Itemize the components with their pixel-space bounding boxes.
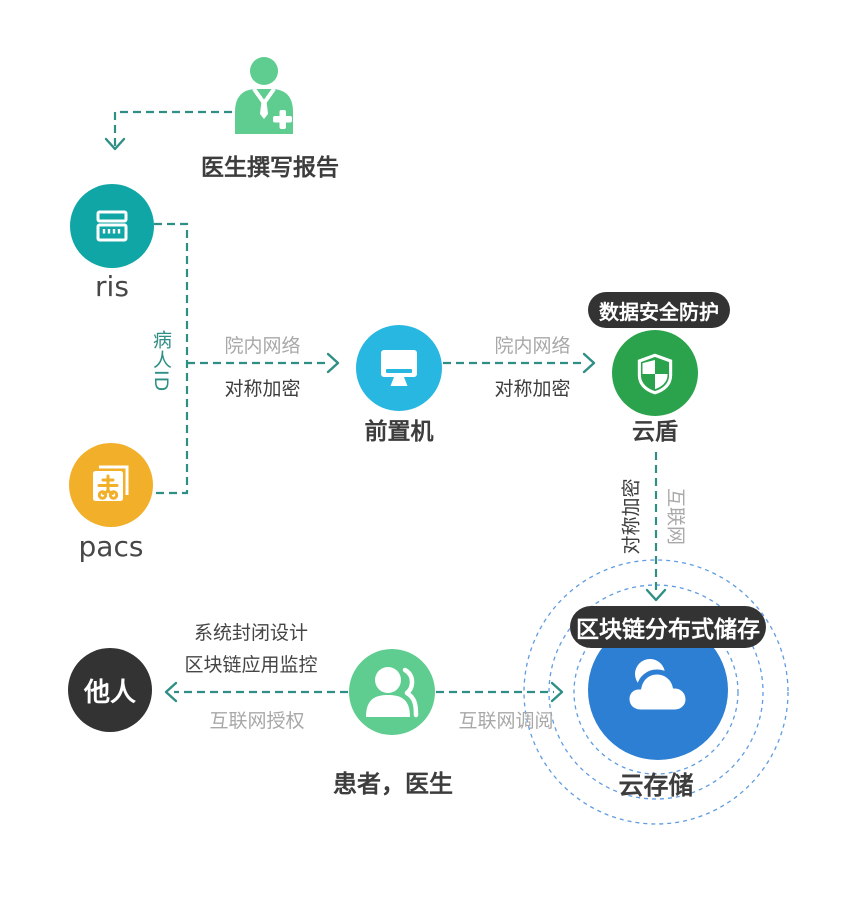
cloud-shield-node [612, 330, 698, 416]
internet-label: 互联网 [664, 487, 687, 545]
edge-doctor-to-ris [113, 110, 232, 146]
arrowhead-right-frontend [326, 352, 340, 374]
closed-system-label: 系统封闭设计 [193, 622, 308, 644]
arrowhead-right-storage [550, 681, 564, 703]
shield-icon [637, 353, 673, 395]
pacs-label: pacs [78, 530, 144, 563]
doctor-icon [230, 56, 298, 134]
monitor-icon [381, 350, 417, 386]
arrowhead-down-storage [645, 588, 667, 602]
cloud-icon [624, 659, 691, 715]
ris-node [70, 184, 154, 268]
patient-node [349, 649, 435, 735]
person-icon [366, 667, 419, 718]
internet-retrieval-label: 互联网调阅 [458, 710, 554, 732]
others-node: 他人 [68, 648, 152, 732]
symmetric-encryption-label-3: 对称加密 [620, 478, 643, 555]
arrowhead-right-shield [582, 352, 596, 374]
internet-authorization-label: 互联网授权 [209, 710, 305, 732]
frontend-label: 前置机 [364, 419, 434, 445]
edge-ris-pacs-trunk [152, 222, 189, 495]
hospital-network-label-2: 院内网络 [494, 335, 571, 357]
blockchain-storage-badge: 区块链分布式储存 [570, 606, 766, 648]
hospital-network-label-1: 院内网络 [224, 335, 301, 357]
pacs-archive-icon [93, 465, 129, 501]
patient-id-edge-label: 病人ID [150, 330, 172, 393]
arrowhead-left-others [164, 681, 178, 703]
ris-archive-icon [96, 210, 128, 242]
doctor-label: 医生撰写报告 [201, 155, 339, 181]
patient-label: 患者，医生 [333, 770, 453, 798]
pacs-node [69, 443, 153, 527]
symmetric-encryption-label-2: 对称加密 [494, 378, 571, 400]
cloud-storage-label: 云存储 [618, 771, 694, 800]
cloud-shield-label: 云盾 [632, 419, 678, 445]
arrowhead-down-ris [104, 137, 126, 151]
ris-label: ris [95, 270, 129, 303]
blockchain-monitor-label: 区块链应用监控 [184, 654, 318, 676]
symmetric-encryption-label-1: 对称加密 [224, 378, 301, 400]
data-security-badge: 数据安全防护 [588, 292, 730, 328]
frontend-node [356, 325, 442, 411]
